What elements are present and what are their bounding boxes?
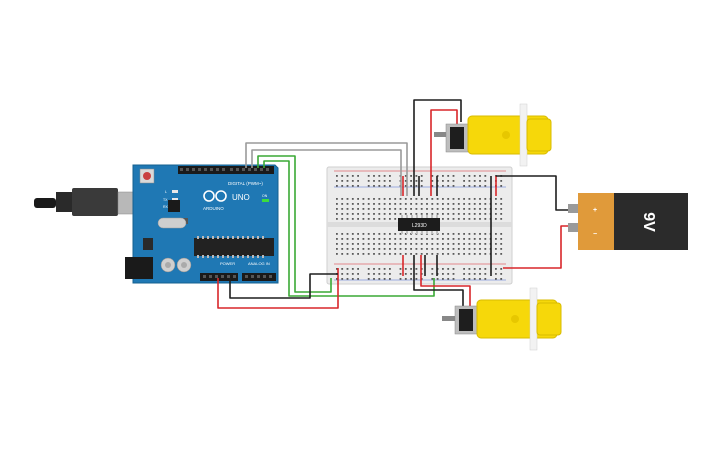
l293d-driver-chip[interactable]: L293D [398, 215, 440, 234]
board-model-label: UNO [232, 193, 250, 202]
battery-minus-label: − [593, 231, 597, 238]
arduino-logo-icon [203, 190, 227, 202]
digital-header [178, 166, 274, 174]
wires [217, 99, 573, 309]
dc-motor-a[interactable] [434, 103, 552, 167]
usb-cable [34, 188, 137, 216]
usb-chip [168, 200, 180, 212]
power-header [200, 273, 238, 281]
l-led-label: L [165, 190, 167, 194]
9v-battery[interactable]: + − 9V [568, 193, 688, 250]
on-led-label: ON [262, 194, 268, 198]
analog-header-label: ANALOG IN [248, 261, 270, 266]
tx-led-label: TX [163, 198, 168, 202]
crystal-oscillator [157, 217, 187, 229]
battery-voltage-label: 9V [640, 212, 657, 232]
dc-motor-b[interactable] [442, 287, 562, 351]
power-header-label: POWER [220, 261, 235, 266]
atmega-chip [194, 238, 274, 256]
power-jack [125, 257, 153, 279]
board-brand-label: ARDUINO [203, 206, 224, 211]
digital-header-label: DIGITAL (PWM~) [228, 181, 263, 186]
chip-label: L293D [412, 223, 427, 229]
battery-plus-label: + [593, 207, 597, 214]
power-led [262, 199, 269, 202]
arduino-uno-board[interactable]: DIGITAL (PWM~) L TX RX UNO ARDUINO ON [125, 164, 279, 284]
rx-led-label: RX [163, 205, 169, 209]
